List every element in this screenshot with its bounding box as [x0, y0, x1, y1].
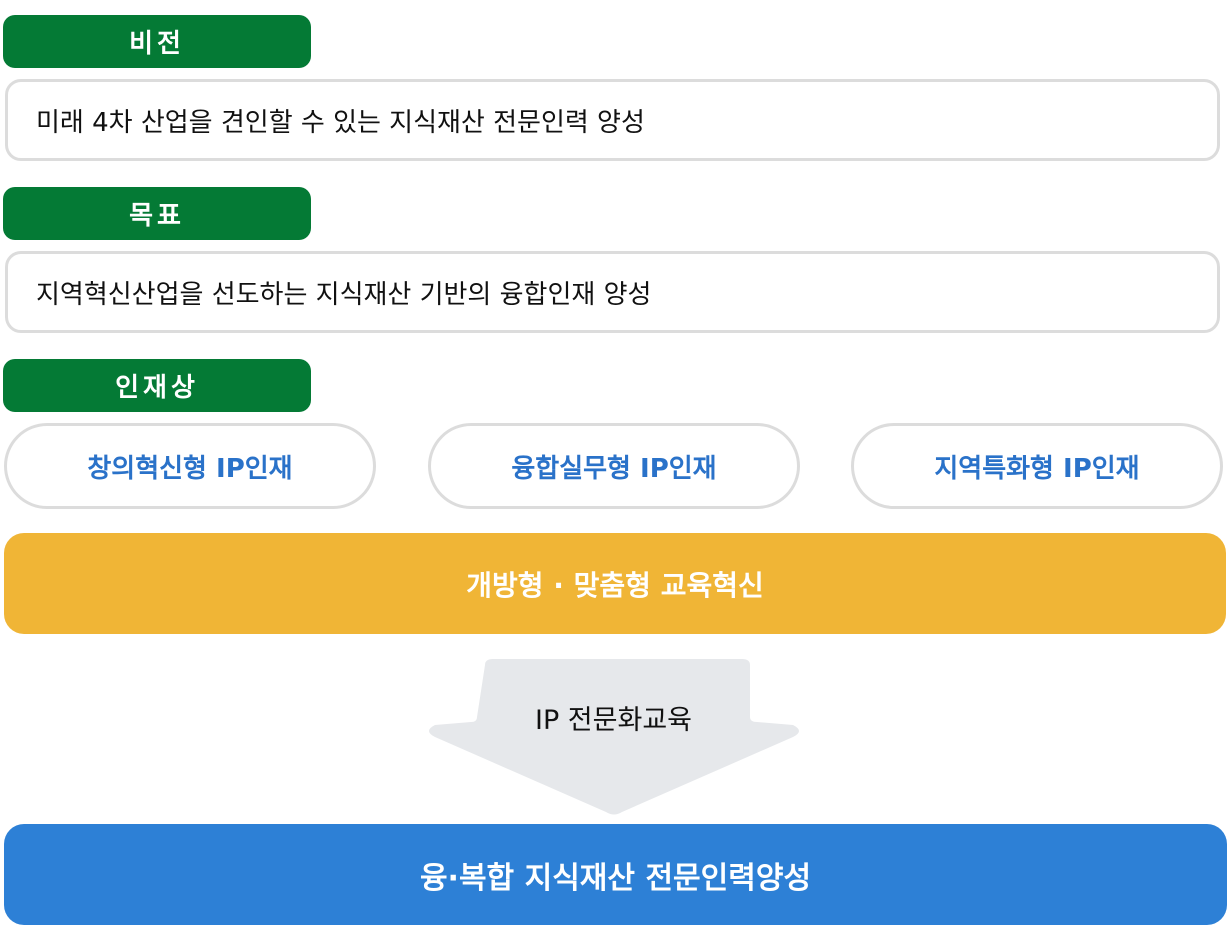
innovation-banner: 개방형 · 맞춤형 교육혁신 — [4, 533, 1226, 634]
talent-item-creative: 창의혁신형 IP인재 — [4, 423, 376, 509]
goal-text: 지역혁신산업을 선도하는 지식재산 기반의 융합인재 양성 — [36, 279, 652, 310]
vision-label: 비전 — [3, 15, 311, 68]
talent-item-convergence: 융합실무형 IP인재 — [428, 423, 800, 509]
outcome-banner: 융·복합 지식재산 전문인력양성 — [4, 824, 1227, 925]
talent-label: 인재상 — [3, 359, 311, 412]
talent-item-regional: 지역특화형 IP인재 — [851, 423, 1223, 509]
goal-label: 목표 — [3, 187, 311, 240]
innovation-text: 개방형 · 맞춤형 교육혁신 — [466, 568, 764, 602]
talent-item-text: 지역특화형 IP인재 — [934, 453, 1140, 484]
goal-box: 지역혁신산업을 선도하는 지식재산 기반의 융합인재 양성 — [5, 251, 1220, 333]
talent-item-text: 융합실무형 IP인재 — [511, 453, 717, 484]
talent-item-text: 창의혁신형 IP인재 — [87, 453, 293, 484]
process-text: IP 전문화교육 — [534, 705, 693, 736]
vision-text: 미래 4차 산업을 견인할 수 있는 지식재산 전문인력 양성 — [36, 107, 645, 138]
down-arrow-icon — [429, 659, 799, 815]
vision-box: 미래 4차 산업을 견인할 수 있는 지식재산 전문인력 양성 — [5, 79, 1220, 161]
outcome-text: 융·복합 지식재산 전문인력양성 — [419, 860, 812, 896]
